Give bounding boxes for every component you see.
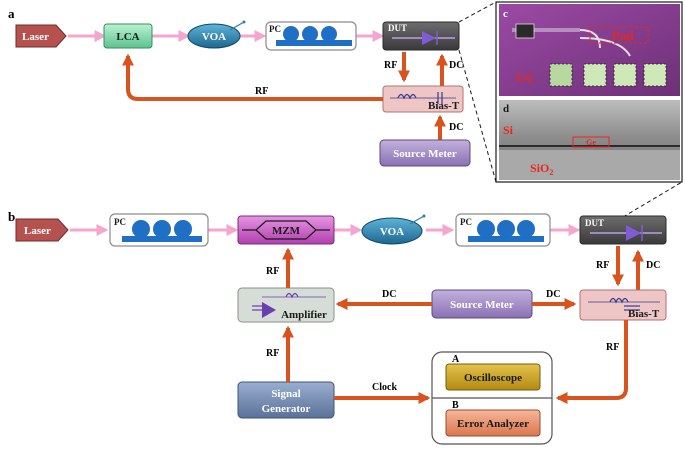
laser-box — [15, 24, 67, 48]
sio2-subscript: 2 — [549, 168, 553, 177]
panel-b: Laser PC MZM VOA PC DUT RF DC — [15, 213, 667, 445]
pad-square — [613, 63, 637, 87]
inductor-icon — [397, 93, 417, 100]
laser-box — [15, 218, 69, 242]
lca-box — [103, 23, 153, 49]
pc-base — [276, 40, 352, 46]
dc-label: DC — [449, 60, 463, 71]
gc-square — [549, 63, 573, 87]
pc-paddle — [517, 220, 535, 238]
dc-label: DC — [646, 260, 660, 271]
dc-label: DC — [382, 289, 396, 300]
rf-arrow — [555, 320, 628, 404]
inductor-icon — [609, 297, 629, 304]
sio2-region — [499, 150, 680, 180]
pad-square — [643, 63, 667, 87]
inset-panels: c Pad GC d Si Ge SiO2 — [458, 1, 683, 218]
zoom-line — [458, 49, 497, 183]
voa-ellipse — [187, 23, 241, 49]
si-label: Si — [503, 123, 514, 137]
panel-label-c: c — [503, 8, 508, 20]
zoom-line — [622, 181, 683, 218]
chip-device — [515, 23, 535, 39]
chip-trace — [579, 29, 601, 49]
laser-label: Laser — [22, 31, 49, 43]
rf-label: RF — [266, 348, 279, 359]
rf-label: RF — [596, 260, 609, 271]
dc-label: DC — [546, 289, 560, 300]
pad-square — [583, 63, 607, 87]
rf-feedback-arrow — [122, 53, 383, 101]
mzm-box — [237, 215, 335, 245]
voa-label: VOA — [202, 31, 226, 43]
pc-paddle — [132, 220, 150, 238]
source-meter-label: Source Meter — [450, 299, 514, 311]
rf-label: RF — [266, 266, 279, 277]
pc-label: PC — [460, 217, 472, 227]
pc-paddle — [302, 26, 318, 42]
voa-tick — [409, 215, 425, 225]
chip-waveguide — [512, 28, 580, 32]
sio2-text: SiO — [530, 161, 549, 175]
panel-label-d: d — [503, 103, 509, 115]
pad-highlight — [589, 26, 649, 44]
voa-tick — [229, 21, 245, 31]
dut-box — [382, 21, 460, 51]
option-a-label: A — [452, 354, 460, 365]
pc-paddle — [477, 220, 495, 238]
pc-base — [468, 236, 544, 242]
ge-label: Ge — [586, 138, 596, 147]
amplifier-label: Amplifier — [281, 309, 327, 321]
voa-label: VOA — [380, 226, 404, 238]
ge-box — [572, 136, 610, 148]
pc-paddle — [153, 220, 171, 238]
signal-generator-label-line2: Generator — [262, 403, 311, 415]
option-b-label: B — [452, 400, 459, 411]
zoom-line — [458, 1, 497, 23]
error-analyzer-label: Error Analyzer — [457, 418, 529, 430]
source-meter-box — [379, 139, 471, 167]
oscilloscope-box — [445, 363, 541, 391]
error-analyzer-box — [445, 409, 541, 437]
dut-label: DUT — [388, 23, 407, 33]
panel-a: Laser LCA VOA PC DUT RF DC Bias-T — [15, 20, 471, 167]
rf-label: RF — [384, 60, 397, 71]
clock-label: Clock — [372, 382, 397, 393]
chip-trace — [579, 37, 631, 57]
panel-label-a: a — [8, 6, 15, 21]
rf-label: RF — [606, 342, 619, 353]
rf-label: RF — [255, 86, 268, 97]
source-meter-label: Source Meter — [393, 148, 457, 160]
dut-label: DUT — [585, 218, 604, 228]
dut-box — [579, 215, 667, 245]
voa-tick-dot — [242, 20, 246, 24]
lca-label: LCA — [116, 31, 139, 43]
laser-label: Laser — [24, 225, 51, 237]
pc-paddle — [497, 220, 515, 238]
bias-t-label: Bias-T — [628, 308, 660, 320]
signal-generator-label-line1: Signal — [271, 388, 300, 400]
pc-paddle — [174, 220, 192, 238]
mzm-waveguide — [242, 220, 330, 240]
panel-label-b: b — [8, 209, 15, 224]
pc-label: PC — [269, 24, 281, 34]
voa-ellipse — [361, 217, 423, 245]
oscilloscope-label: Oscilloscope — [464, 372, 522, 384]
photodiode-icon — [422, 31, 436, 45]
bias-t-label: Bias-T — [428, 100, 460, 112]
pc-paddle — [321, 26, 337, 42]
voa-tick-dot — [422, 214, 426, 218]
amplifier-triangle-icon — [262, 302, 276, 318]
bias-t-box — [579, 289, 667, 321]
photodiode-icon — [626, 225, 641, 241]
sio2-label: SiO2 — [530, 161, 553, 177]
mzm-label: MZM — [272, 225, 301, 237]
gc-label: GC — [516, 70, 536, 85]
pad-label: Pad — [612, 28, 634, 43]
pc-paddle — [283, 26, 299, 42]
pc-label: PC — [114, 217, 126, 227]
dc-label: DC — [449, 122, 463, 133]
pc-base — [122, 236, 202, 242]
